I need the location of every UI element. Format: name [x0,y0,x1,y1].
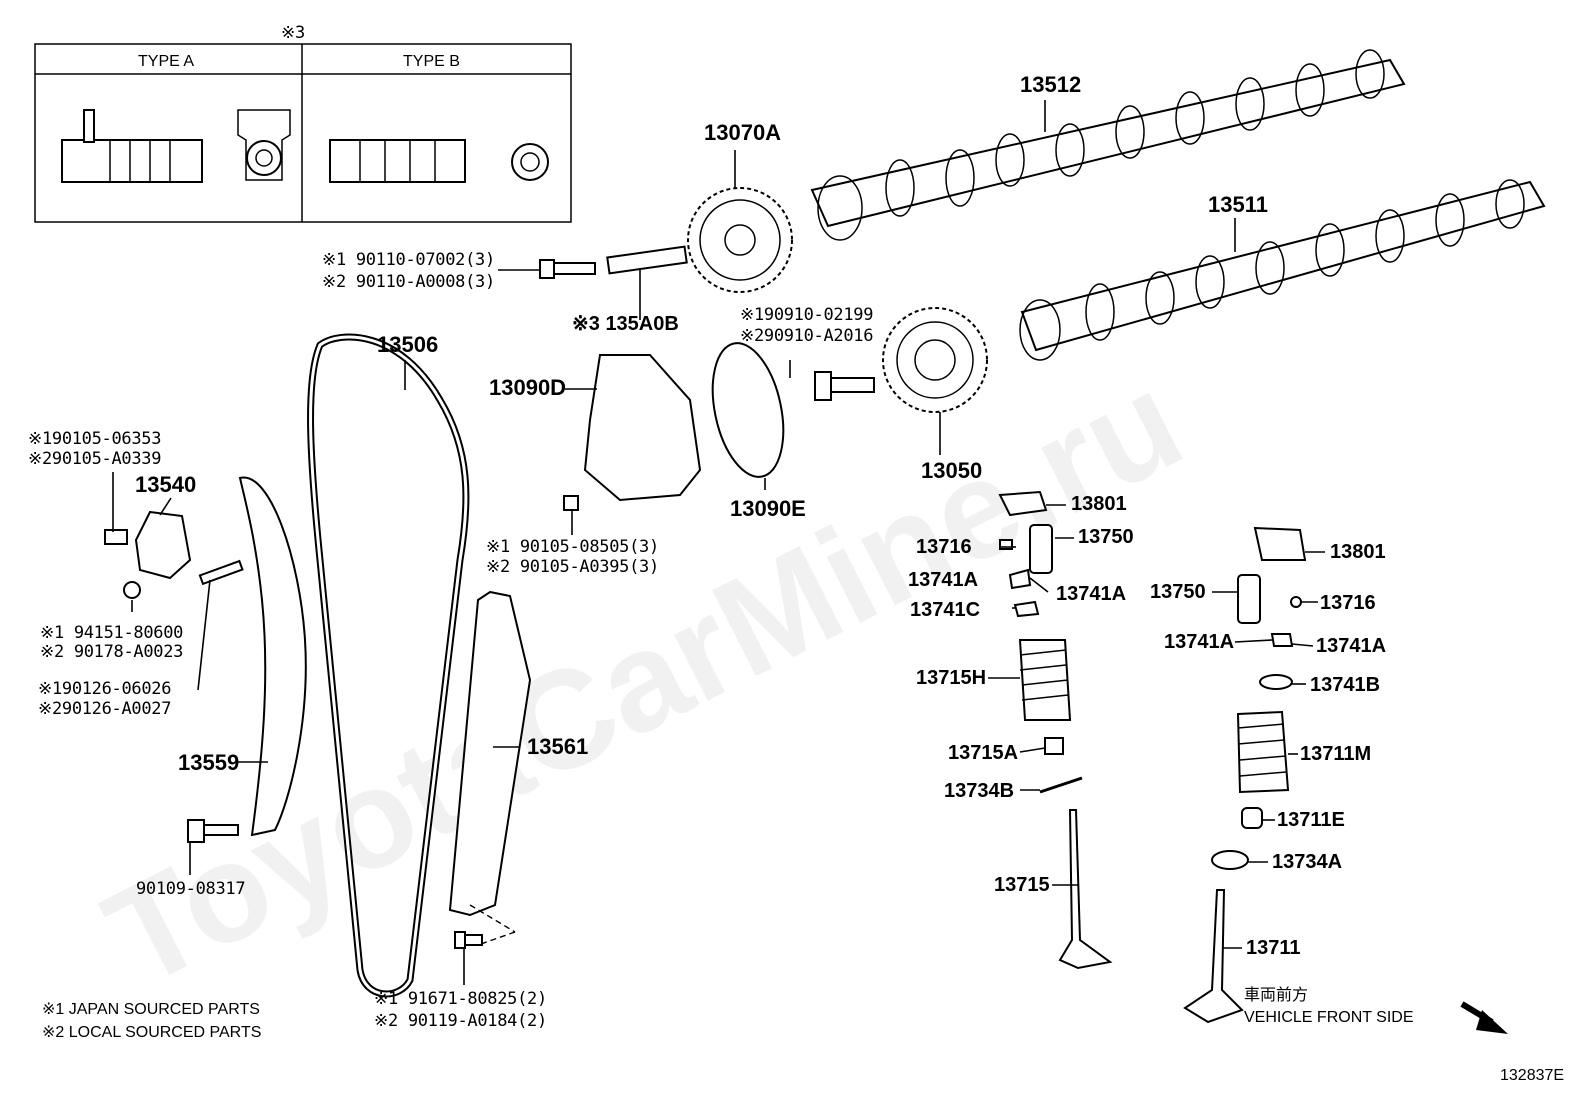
label-bolt-bottom-1: ※1 91671-80825(2) [374,989,547,1009]
diagram-id: 132837E [1500,1067,1564,1084]
bolt-damper [454,931,483,949]
label-13711M: 13711M [1300,743,1371,765]
label-bolt-top-2: ※2 90110-A0008(3) [322,272,495,292]
bolt-gear [814,371,875,401]
label-13715A: 13715A [948,742,1018,764]
label-nut-1: ※1 94151-80600 [40,623,183,643]
label-13716-a: 13716 [916,536,972,558]
label-13741C: 13741C [910,599,980,621]
gasket-13090E [711,342,785,478]
leader-lines [112,100,1325,985]
type-a-label: TYPE A [138,53,194,70]
label-13540: 13540 [135,472,196,497]
label-stud-1: ※190126-06026 [38,679,171,699]
label-13070A: 13070A [704,120,781,145]
label-13801-a: 13801 [1071,493,1127,515]
label-13715H: 13715H [916,667,986,689]
label-nut-2: ※2 90178-A0023 [40,642,183,662]
valve-train-intake [998,490,1113,970]
label-13741A-a: 13741A [908,569,978,591]
label-13561: 13561 [527,734,588,759]
label-13711E: 13711E [1277,809,1345,831]
label-13741A-d: 13741A [1316,635,1386,657]
bolt-top [539,259,596,279]
type-a-oil-control-valve [61,109,291,183]
bolt-cover [563,495,579,511]
chain-tensioner-slipper [238,476,307,837]
label-gasket-2: ※290910-A2016 [740,326,873,346]
intake-camshaft [1019,179,1546,361]
label-13090E: 13090E [730,496,806,521]
valve-train-exhaust [1183,526,1307,1024]
label-13716-b: 13716 [1320,592,1376,614]
exhaust-camshaft [810,49,1406,241]
label-13750-a: 13750 [1078,526,1134,548]
label-13715: 13715 [994,874,1050,896]
label-bolt-mid-1: ※1 90105-08505(3) [486,537,659,557]
label-13750-b: 13750 [1150,581,1206,603]
chain-tensioner-13540 [104,510,244,599]
labels: ※1 90110-07002(3) ※2 90110-A0008(3) ※3 1… [28,72,1386,1031]
front-arrow-icon [1460,1001,1508,1034]
label-bolt-bottom-2: ※2 90119-A0184(2) [374,1011,547,1031]
label-13512: 13512 [1020,72,1081,97]
legend-note-1: ※1 JAPAN SOURCED PARTS [42,1001,260,1018]
label-13506: 13506 [377,332,438,357]
type-inset: ※3 TYPE A TYPE B [34,23,572,223]
label-13050: 13050 [921,458,982,483]
direction-jp-label: 車両前方 [1244,986,1308,1004]
label-bolt-mid-2: ※2 90105-A0395(3) [486,557,659,577]
label-13741B: 13741B [1310,674,1380,696]
bolt-tensioner-slipper [187,819,239,843]
timing-chain [307,333,470,998]
vehicle-front-indicator: 車両前方 VEHICLE FRONT SIDE [1244,986,1508,1034]
label-gasket-1: ※190910-02199 [740,305,873,325]
inset-header-mark: ※3 [281,23,305,43]
label-13511: 13511 [1208,192,1268,217]
label-13559: 13559 [178,750,239,775]
type-b-label: TYPE B [403,53,460,70]
label-bolt-top-1: ※1 90110-07002(3) [322,250,495,270]
label-stud-2: ※290126-A0027 [38,699,171,719]
label-135A0B: ※3 135A0B [572,313,679,335]
label-13711: 13711 [1246,937,1301,959]
type-b-oil-control-valve [329,139,549,183]
label-13741A-b: 13741A [1056,583,1126,605]
label-13741A-c: 13741A [1164,631,1234,653]
legend: ※1 JAPAN SOURCED PARTS ※2 LOCAL SOURCED … [42,1001,261,1041]
intake-cam-timing-gear [882,307,988,413]
label-13801-b: 13801 [1330,541,1386,563]
label-bolt-left-2: ※290105-A0339 [28,449,161,469]
direction-en-label: VEHICLE FRONT SIDE [1244,1009,1414,1026]
label-90109-08317: 90109-08317 [136,879,245,899]
chain-vibration-damper [448,590,532,917]
exhaust-cam-timing-gear [687,187,793,293]
oil-control-valve-135A0B [606,245,688,275]
label-13090D: 13090D [489,375,566,400]
legend-note-2: ※2 LOCAL SOURCED PARTS [42,1024,261,1041]
label-bolt-left-1: ※190105-06353 [28,429,161,449]
label-13734A: 13734A [1272,851,1342,873]
label-13734B: 13734B [944,780,1014,802]
timing-chain-cover-13090D [583,354,702,502]
